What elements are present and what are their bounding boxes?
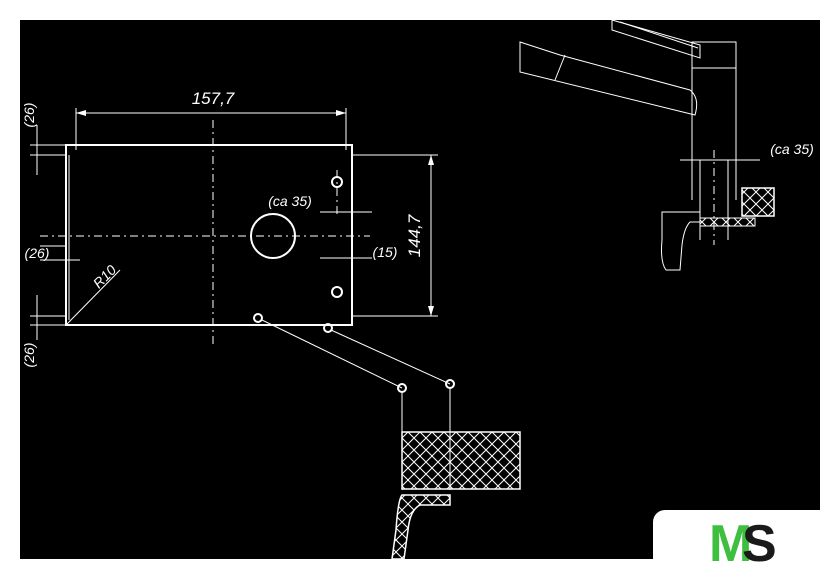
hole-offset-label: (ca 35) [268, 193, 312, 209]
width-label: 157,7 [192, 89, 235, 108]
height-label: 144,7 [405, 214, 424, 257]
countertop-hatch [401, 431, 521, 490]
small-hole-bottom [331, 286, 343, 298]
bottom-margin-label: (26) [21, 343, 37, 368]
top-margin-label: (26) [21, 103, 37, 128]
counter-section-bottom [391, 379, 521, 560]
width-dimension: 157,7 [75, 89, 347, 150]
faucet-side-view: (ca 35) [519, 19, 814, 271]
logo-letter-m: M [709, 515, 752, 573]
small-hole-bottom-right [323, 323, 333, 333]
side-offset-label: (ca 35) [770, 141, 814, 157]
leader-line-right [330, 329, 451, 385]
side-countertop-hatch [741, 187, 775, 217]
height-dimension: 144,7 [352, 154, 438, 317]
left-offset-dimension: (26) [25, 245, 80, 261]
faucet-lever [611, 19, 701, 59]
main-hole [250, 213, 296, 259]
faucet-spout [519, 41, 698, 116]
sink-rim-section [391, 494, 451, 560]
template-plate [40, 120, 372, 345]
bottom-margin-dimension: (26) [21, 295, 66, 367]
plate-outline [65, 144, 353, 326]
top-margin-dimension: (26) [21, 103, 66, 175]
right-offset-label: (15) [373, 244, 398, 260]
side-sink-rim [661, 211, 701, 271]
small-hole-bottom-left [253, 313, 263, 323]
leader-line-left [261, 319, 403, 389]
left-offset-label: (26) [25, 245, 50, 261]
logo-letter-s: S [742, 515, 777, 573]
corner-radius-line [65, 269, 121, 326]
faucet-head [691, 41, 737, 69]
logo-background [653, 510, 840, 579]
